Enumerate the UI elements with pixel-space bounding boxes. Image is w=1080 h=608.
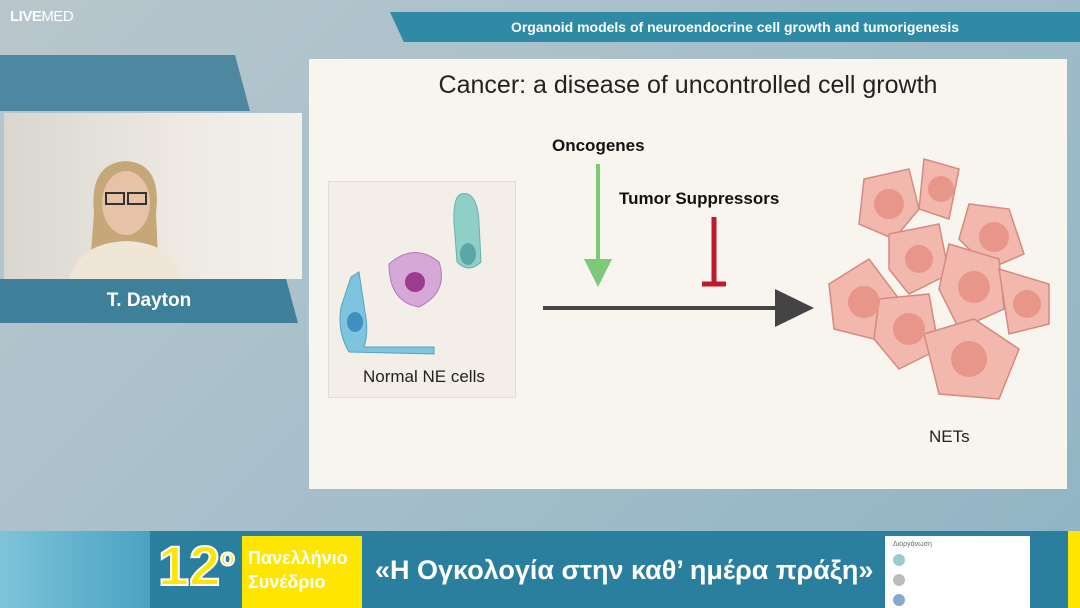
organizers-heading: Διοργάνωση — [893, 541, 932, 548]
slide-title: Cancer: a disease of uncontrolled cell g… — [438, 71, 938, 99]
tumor-suppressor-inhibition — [702, 217, 726, 287]
tumor-suppressors-label: Tumor Suppressors — [619, 189, 780, 208]
livemed-logo: LIVEMED — [10, 8, 74, 25]
normal-ne-cells-illustration — [339, 193, 482, 355]
oncogenes-label: Oncogenes — [552, 136, 645, 155]
presentation-slide: Cancer: a disease of uncontrolled cell g… — [309, 59, 1067, 489]
nets-label: NETs — [929, 427, 970, 446]
banner-accent — [1068, 531, 1080, 608]
conference-slogan: «Η Ογκολογία στην καθ’ ημέρα πράξη» — [375, 555, 874, 585]
speaker-band — [0, 55, 250, 111]
banner-figure-image — [0, 531, 150, 608]
oncogene-arrow — [584, 164, 612, 287]
talk-title: Organoid models of neuroendocrine cell g… — [390, 12, 1080, 42]
organizers-panel: Διοργάνωση — [885, 536, 1030, 608]
growth-arrow — [543, 289, 814, 327]
net-cell-nuclei — [848, 176, 1041, 377]
normal-cells-panel: Normal NE cells — [328, 181, 516, 398]
speaker-name: T. Dayton — [0, 279, 298, 323]
pathway-diagram — [543, 158, 1050, 400]
normal-cells-label: Normal NE cells — [363, 367, 485, 386]
speaker-figure — [69, 161, 182, 279]
edition-number: 12ο — [157, 533, 236, 598]
speaker-video — [4, 113, 302, 279]
organizer-logos — [893, 554, 1022, 606]
